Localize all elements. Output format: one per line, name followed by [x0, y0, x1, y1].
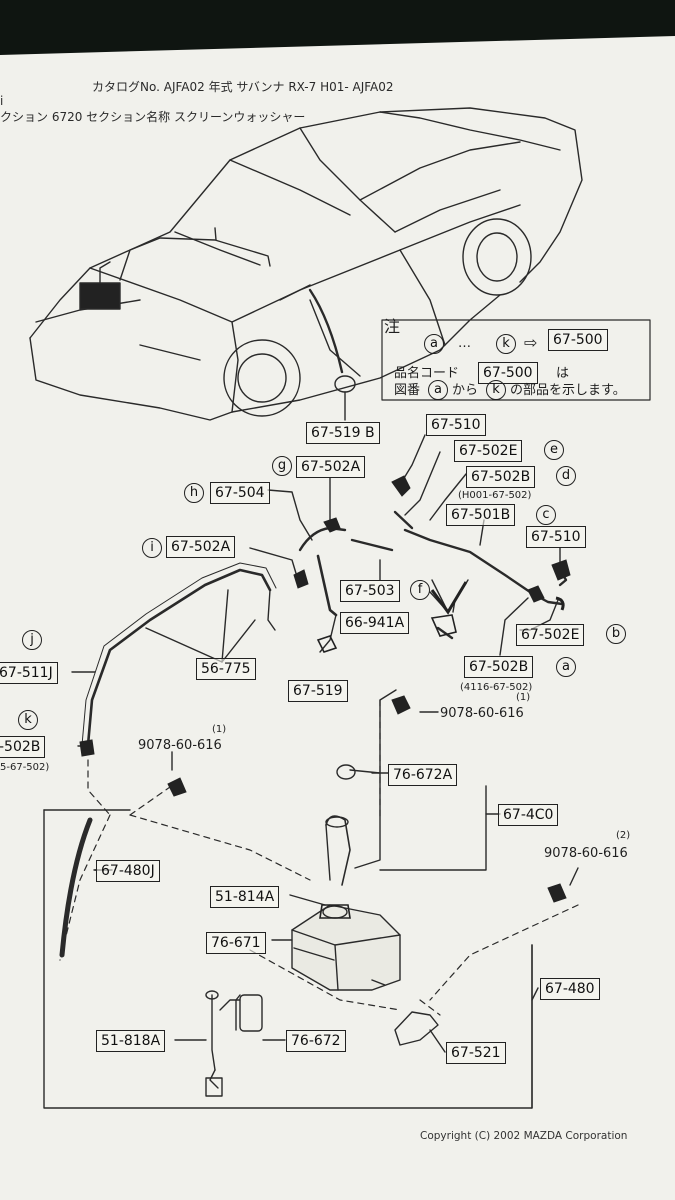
- part-67-510-right: 67-510: [526, 526, 586, 548]
- bolt-right: [547, 883, 567, 903]
- part-67-502b-k: -502B: [0, 736, 46, 758]
- engine-bay-hose: [79, 227, 344, 374]
- part-67-521: 67-521: [446, 1042, 506, 1064]
- part-67-502b-a: 67-502B: [464, 656, 534, 678]
- joint-502a-i: [293, 569, 309, 589]
- bolt-left-qty: (1): [212, 724, 227, 735]
- callout-c: c: [536, 505, 556, 525]
- part-67-502e-b: 67-502E: [516, 624, 585, 646]
- bracket-v-arm: [430, 581, 468, 615]
- bolt-upper-qty: (1): [516, 692, 531, 703]
- callout-j: j: [22, 630, 42, 650]
- filler-pipe: [325, 764, 501, 886]
- part-67-519: 67-519: [288, 680, 348, 702]
- part-67-501b: 67-501B: [446, 504, 516, 526]
- part-67-4c0: 67-4C0: [498, 804, 559, 826]
- note-row3-suffix: の部品を示します。: [510, 383, 626, 398]
- upper-pipes: [298, 510, 568, 640]
- note-arrow: ⇨: [524, 333, 538, 352]
- part-76-671: 76-671: [206, 932, 266, 954]
- tank-assembly-frame: [43, 809, 539, 1109]
- part-67-503: 67-503: [340, 580, 400, 602]
- part-66-941a: 66-941A: [340, 612, 410, 634]
- clip-510-top: [391, 475, 411, 497]
- part-67-480j: 67-480J: [96, 860, 160, 882]
- tee-502a: [323, 517, 341, 533]
- joint-502b-k: [79, 739, 95, 757]
- callout-e: e: [544, 440, 564, 460]
- note-dots: …: [458, 336, 471, 351]
- callout-a: a: [556, 657, 576, 677]
- part-67-504: 67-504: [210, 482, 270, 504]
- washer-motor: [174, 990, 286, 1097]
- callout-g: g: [272, 456, 292, 476]
- part-67-510-top: 67-510: [426, 414, 486, 436]
- note-circle-k: k: [496, 334, 516, 354]
- note-row2-part: 67-500: [478, 362, 538, 384]
- part-67-519b: 67-519 B: [306, 422, 380, 444]
- subnote-a: (4116-67-502): [460, 682, 533, 693]
- bolt-upper: [391, 695, 411, 715]
- callout-i: i: [142, 538, 162, 558]
- part-67-502a-g: 67-502A: [296, 456, 366, 478]
- callout-h: h: [184, 483, 204, 503]
- note-row2-prefix: 品名コード: [394, 366, 460, 381]
- note-part-67-500: 67-500: [548, 329, 608, 351]
- note-row3-mid: から: [452, 383, 479, 398]
- callout-k: k: [18, 710, 38, 730]
- hose-511j: [81, 562, 277, 747]
- part-56-775: 56-775: [196, 658, 256, 680]
- note-title: 注: [384, 317, 401, 336]
- part-67-480: 67-480: [540, 978, 600, 1000]
- header-catalog-line: カタログNo. AJFA02 年式 サバンナ RX-7 H01- AJFA02: [92, 80, 394, 94]
- part-67-502b-d: 67-502B: [466, 466, 536, 488]
- part-67-502a-i: 67-502A: [166, 536, 236, 558]
- clip-510-right: [551, 559, 571, 581]
- bolt-upper-number: 9078-60-616: [440, 706, 524, 721]
- bolt-right-number: 9078-60-616: [544, 846, 628, 861]
- nozzle-519b: [334, 375, 356, 421]
- part-51-818a: 51-818A: [96, 1030, 166, 1052]
- bolt-left: [167, 777, 187, 797]
- note-row3-circle-a: a: [428, 380, 448, 400]
- note-row2-suffix: は: [556, 366, 570, 381]
- note-box: [381, 319, 651, 401]
- part-51-814a: 51-814A: [210, 886, 280, 908]
- bolt-leaders: [171, 751, 579, 886]
- subnote-d: (H001-67-502): [458, 490, 532, 501]
- header-section-line: クション 6720 セクション名称 スクリーンウォッシャー: [0, 110, 306, 124]
- paper-sheet: [0, 36, 675, 1200]
- clip-b-hook: [555, 596, 565, 611]
- copyright: Copyright (C) 2002 MAZDA Corporation: [420, 1130, 628, 1142]
- part-76-672: 76-672: [286, 1030, 346, 1052]
- clip-519: [316, 635, 338, 653]
- grommet-814a: [319, 904, 351, 919]
- note-row3-prefix: 図番: [394, 383, 421, 398]
- callout-f: f: [410, 580, 430, 600]
- part-76-672a: 76-672A: [388, 764, 458, 786]
- header-edge-mark: i: [0, 94, 4, 108]
- subnote-k: 5-67-502): [0, 762, 50, 773]
- part-67-502e-top: 67-502E: [454, 440, 523, 462]
- note-row3-circle-k: k: [486, 380, 506, 400]
- note-circle-a: a: [424, 334, 444, 354]
- part-67-511j: 67-511J: [0, 662, 58, 684]
- bolt-right-qty: (2): [616, 830, 631, 841]
- leaders-511j: [71, 589, 256, 747]
- connector-502b: [527, 585, 545, 603]
- washer-tank: [271, 894, 401, 991]
- bolt-left-number: 9078-60-616: [138, 738, 222, 753]
- callout-d: d: [556, 466, 576, 486]
- callout-b: b: [606, 624, 626, 644]
- bracket-521: [394, 1011, 446, 1053]
- bracket-941a: [430, 614, 457, 637]
